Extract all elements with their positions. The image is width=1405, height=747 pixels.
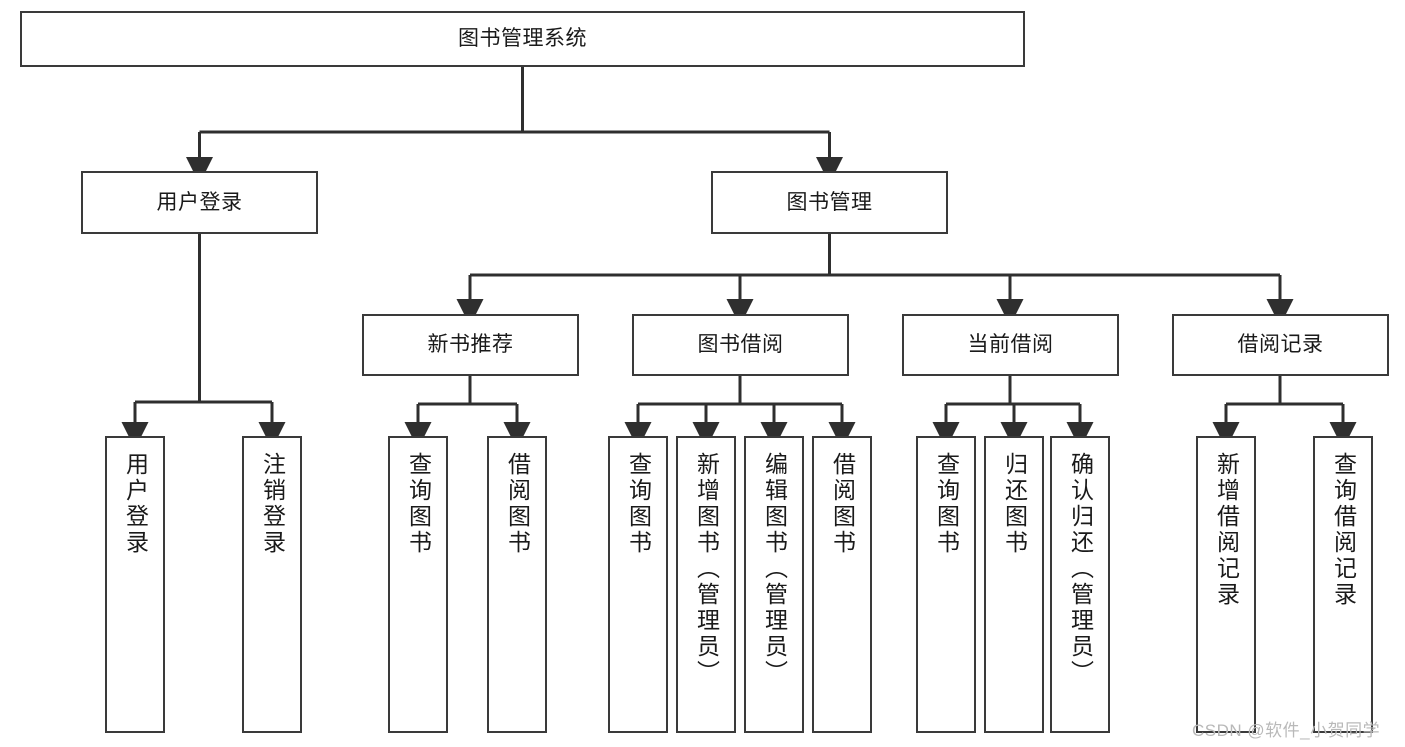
node-book-management[interactable]: 图书管理: [711, 171, 948, 234]
leaf-query-book-borrow[interactable]: 查询图书: [608, 436, 668, 733]
leaf-logout[interactable]: 注销登录: [242, 436, 302, 733]
leaf-confirm-return-admin[interactable]: 确认归还（管理员）: [1050, 436, 1110, 733]
node-new-book-recommend-label: 新书推荐: [427, 333, 514, 357]
leaf-query-borrow-record[interactable]: 查询借阅记录: [1313, 436, 1373, 733]
leaf-query-book-rec[interactable]: 查询图书: [388, 436, 448, 733]
node-root-label: 图书管理系统: [458, 27, 587, 51]
leaf-query-book-rec-label: 查询图书: [405, 452, 432, 556]
leaf-borrow-book[interactable]: 借阅图书: [812, 436, 872, 733]
leaf-borrow-book-label: 借阅图书: [829, 452, 856, 556]
node-book-management-label: 图书管理: [786, 190, 873, 214]
leaf-query-book-borrow-label: 查询图书: [625, 452, 652, 556]
leaf-logout-label: 注销登录: [259, 452, 286, 556]
node-current-borrow[interactable]: 当前借阅: [902, 314, 1119, 376]
node-borrow-record-label: 借阅记录: [1237, 333, 1324, 357]
leaf-return-book[interactable]: 归还图书: [984, 436, 1044, 733]
leaf-user-login-label: 用户登录: [122, 452, 149, 556]
leaf-borrow-book-rec[interactable]: 借阅图书: [487, 436, 547, 733]
node-new-book-recommend[interactable]: 新书推荐: [362, 314, 579, 376]
leaf-edit-book-admin[interactable]: 编辑图书（管理员）: [744, 436, 804, 733]
node-borrow-record[interactable]: 借阅记录: [1172, 314, 1389, 376]
leaf-query-book-current[interactable]: 查询图书: [916, 436, 976, 733]
node-user-login-label: 用户登录: [156, 190, 243, 214]
node-user-login[interactable]: 用户登录: [81, 171, 318, 234]
leaf-confirm-return-admin-label: 确认归还（管理员）: [1067, 452, 1094, 686]
node-book-borrow[interactable]: 图书借阅: [632, 314, 849, 376]
csdn-watermark: CSDN @软件_小贺同学: [1192, 721, 1381, 740]
node-current-borrow-label: 当前借阅: [967, 333, 1054, 357]
node-root[interactable]: 图书管理系统: [20, 11, 1025, 67]
leaf-user-login[interactable]: 用户登录: [105, 436, 165, 733]
leaf-return-book-label: 归还图书: [1001, 452, 1028, 556]
leaf-add-borrow-record-label: 新增借阅记录: [1213, 452, 1240, 608]
leaf-edit-book-admin-label: 编辑图书（管理员）: [761, 452, 788, 686]
leaf-add-book-admin-label: 新增图书（管理员）: [693, 452, 720, 686]
leaf-borrow-book-rec-label: 借阅图书: [504, 452, 531, 556]
leaf-add-book-admin[interactable]: 新增图书（管理员）: [676, 436, 736, 733]
leaf-query-borrow-record-label: 查询借阅记录: [1330, 452, 1357, 608]
node-book-borrow-label: 图书借阅: [697, 333, 784, 357]
leaf-query-book-current-label: 查询图书: [933, 452, 960, 556]
leaf-add-borrow-record[interactable]: 新增借阅记录: [1196, 436, 1256, 733]
